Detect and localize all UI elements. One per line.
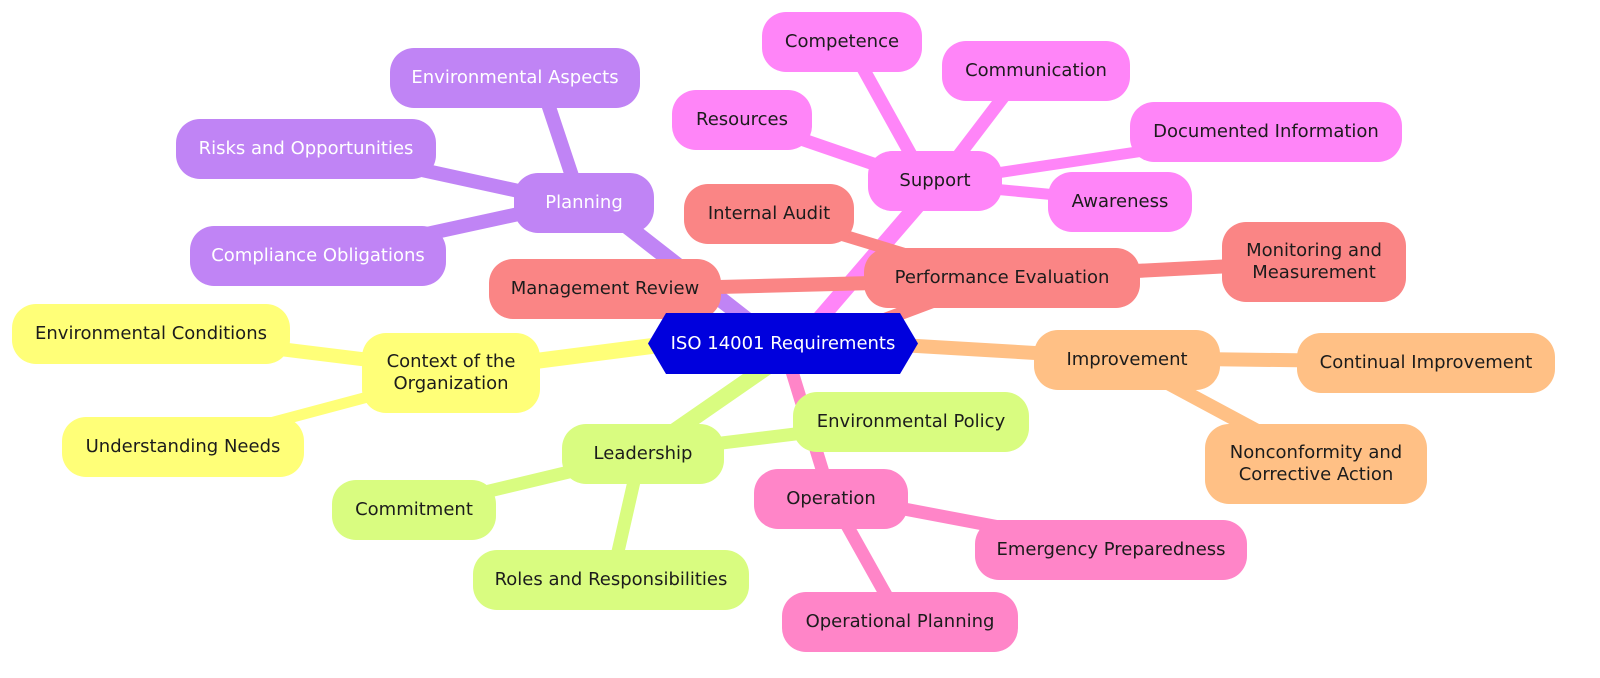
node-nonconformity-and-corrective-action[interactable]: Nonconformity and Corrective Action — [1205, 424, 1427, 504]
node-resources[interactable]: Resources — [672, 90, 812, 150]
node-monitoring-and-measurement[interactable]: Monitoring and Measurement — [1222, 222, 1406, 302]
node-roles-and-responsibilities[interactable]: Roles and Responsibilities — [473, 550, 749, 610]
node-awareness[interactable]: Awareness — [1048, 172, 1192, 232]
node-documented-information[interactable]: Documented Information — [1130, 102, 1402, 162]
node-improvement[interactable]: Improvement — [1034, 330, 1220, 390]
node-performance-evaluation[interactable]: Performance Evaluation — [864, 248, 1140, 308]
node-environmental-aspects[interactable]: Environmental Aspects — [390, 48, 640, 108]
node-competence[interactable]: Competence — [762, 12, 922, 72]
node-leadership[interactable]: Leadership — [562, 424, 724, 484]
node-management-review[interactable]: Management Review — [489, 259, 721, 319]
node-planning[interactable]: Planning — [514, 173, 654, 233]
node-operational-planning[interactable]: Operational Planning — [782, 592, 1018, 652]
node-environmental-policy[interactable]: Environmental Policy — [793, 392, 1029, 452]
node-risks-and-opportunities[interactable]: Risks and Opportunities — [176, 119, 436, 179]
node-understanding-needs[interactable]: Understanding Needs — [62, 417, 304, 477]
node-compliance-obligations[interactable]: Compliance Obligations — [190, 226, 446, 286]
node-environmental-conditions[interactable]: Environmental Conditions — [12, 304, 290, 364]
node-internal-audit[interactable]: Internal Audit — [684, 184, 854, 244]
node-emergency-preparedness[interactable]: Emergency Preparedness — [975, 520, 1247, 580]
node-operation[interactable]: Operation — [754, 469, 908, 529]
node-continual-improvement[interactable]: Continual Improvement — [1297, 333, 1555, 393]
node-communication[interactable]: Communication — [942, 41, 1130, 101]
node-support[interactable]: Support — [868, 151, 1002, 211]
node-commitment[interactable]: Commitment — [332, 480, 496, 540]
node-context-of-the-organization[interactable]: Context of the Organization — [362, 333, 540, 413]
root-node-iso-14001-requirements[interactable]: ISO 14001 Requirements — [648, 313, 918, 374]
hexagon-shape — [648, 313, 918, 374]
